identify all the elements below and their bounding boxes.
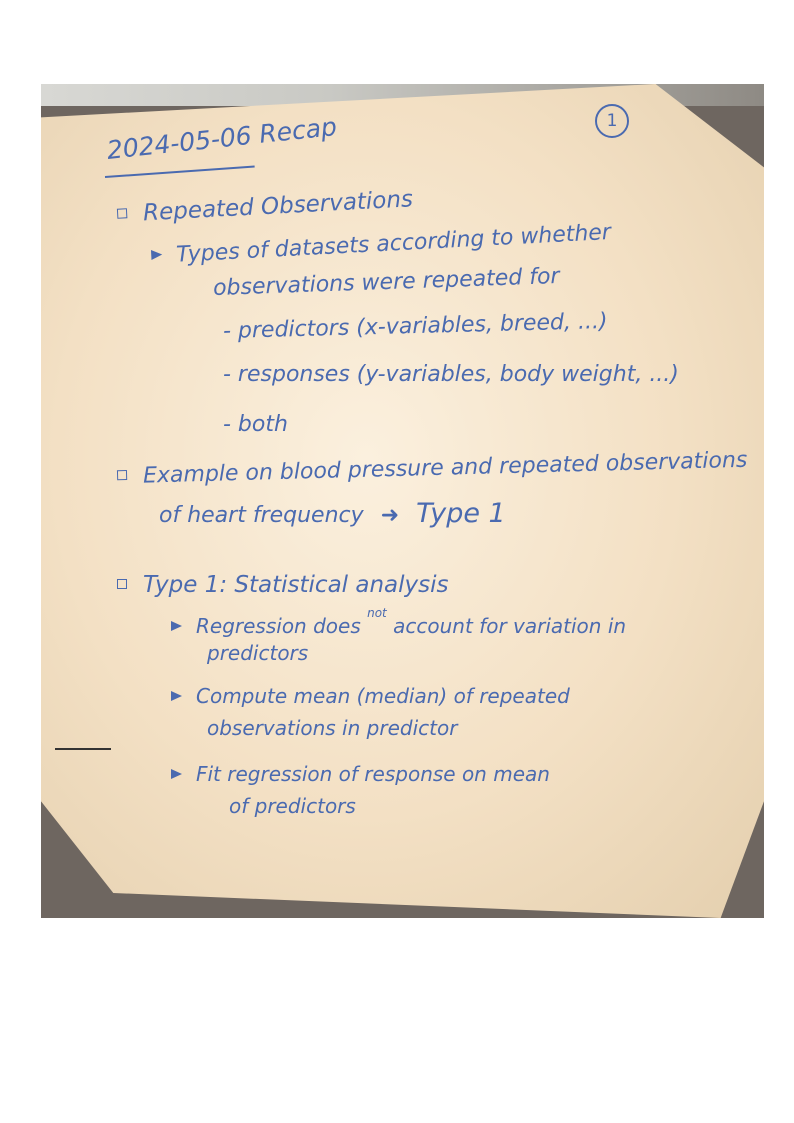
- whiteboard-screen: [41, 84, 764, 918]
- photo: 1 2024-05-06 Recap Repeated Observations…: [41, 84, 764, 918]
- type1-bullet-3: Fit regression of response on mean: [171, 762, 550, 786]
- checkbox-icon: [116, 207, 128, 219]
- title-underline: [104, 165, 255, 178]
- checkbox-icon: [117, 578, 127, 589]
- notes-title: 2024-05-06 Recap: [105, 111, 339, 165]
- type1-bullet-3-cont: of predictors: [229, 794, 356, 818]
- type1-bullet-1: Regression does not account for variatio…: [171, 606, 626, 638]
- item-predictors: - predictors (x-variables, breed, ...): [222, 308, 608, 345]
- arrow-bullet-icon: [171, 620, 182, 631]
- item-both: - both: [223, 412, 288, 437]
- item-responses: - responses (y-variables, body weight, .…: [223, 362, 679, 387]
- type1-bullet-1-cont: predictors: [207, 641, 309, 665]
- arrow-bullet-icon: [171, 690, 182, 701]
- handwritten-notes: 1 2024-05-06 Recap Repeated Observations…: [41, 84, 764, 918]
- implies-arrow-icon: ➜: [380, 503, 400, 528]
- type1-bullet-2: Compute mean (median) of repeated: [171, 684, 570, 708]
- section-repeated-heading: Repeated Observations: [116, 186, 414, 227]
- type1-heading: Type 1: Statistical analysis: [117, 572, 449, 598]
- bullet-types: Types of datasets according to whether: [150, 220, 612, 269]
- type1-bullet-2-cont: observations in predictor: [207, 716, 458, 740]
- checkbox-icon: [116, 469, 128, 481]
- page-number: 1: [595, 104, 629, 138]
- arrow-bullet-icon: [171, 768, 182, 779]
- arrow-bullet-icon: [150, 249, 163, 261]
- edge-mark: [55, 748, 111, 750]
- example-line2: of heart frequency ➜ Type 1: [159, 498, 506, 529]
- example-line1: Example on blood pressure and repeated o…: [116, 448, 748, 489]
- bullet-types-cont: observations were repeated for: [212, 263, 560, 302]
